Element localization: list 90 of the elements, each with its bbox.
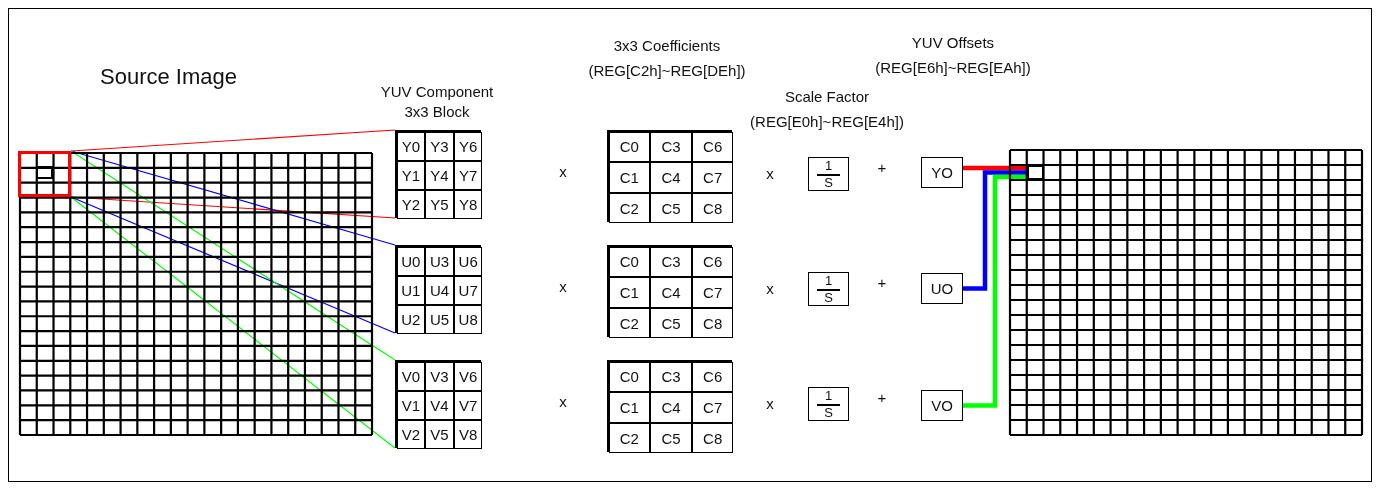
matrix-cell: C6: [691, 131, 734, 163]
matrix-cell: C5: [650, 422, 692, 454]
matrix-block: [395, 130, 481, 218]
matrix-cell: V6: [453, 361, 483, 391]
matrix-cell: Y8: [453, 190, 483, 220]
connector-line: [70, 150, 396, 246]
scale-factor-box: [808, 272, 849, 306]
matrix-cell: V0: [396, 361, 426, 391]
matrix-cell: C3: [650, 131, 692, 163]
matrix-cell: Y5: [425, 190, 454, 220]
matrix-cell: C0: [608, 361, 651, 393]
operator-sign: +: [876, 388, 888, 408]
connector-line: [70, 129, 396, 152]
fraction-denominator: S: [823, 175, 834, 190]
matrix-cell: Y0: [396, 131, 426, 161]
matrix-cell: U3: [425, 246, 454, 276]
matrix-cell: Y4: [425, 160, 454, 191]
connector-line: [70, 150, 396, 361]
offset-box: YO: [921, 157, 963, 188]
connector-line: [70, 196, 396, 449]
matrix-block: [607, 360, 732, 452]
scale-factor-box: [808, 387, 849, 421]
matrix-cell: C2: [608, 307, 651, 339]
matrix-cell: U1: [396, 275, 426, 306]
matrix-cell: V2: [396, 420, 426, 450]
matrix-cell: Y3: [425, 131, 454, 161]
matrix-block: [395, 245, 481, 333]
matrix-cell: C0: [608, 246, 651, 278]
selection-window: [18, 151, 71, 197]
matrix-cell: C2: [608, 422, 651, 454]
matrix-cell: Y6: [453, 131, 483, 161]
pixel-grid: [1010, 150, 1362, 435]
matrix-cell: V3: [425, 361, 454, 391]
matrix-cell: Y2: [396, 190, 426, 220]
matrix-cell: C3: [650, 361, 692, 393]
matrix-cell: C0: [608, 131, 651, 163]
operator-sign: x: [765, 164, 775, 184]
matrix-cell: C4: [650, 162, 692, 193]
operator-sign: x: [765, 279, 775, 299]
matrix-cell: C1: [608, 392, 651, 423]
operator-sign: x: [558, 277, 568, 297]
fraction-numerator: 1: [823, 388, 834, 403]
matrix-cell: U2: [396, 305, 426, 335]
matrix-cell: C5: [650, 192, 692, 224]
matrix-cell: U5: [425, 305, 454, 335]
matrix-cell: C7: [691, 162, 734, 193]
connector-line: [963, 170, 1027, 291]
operator-sign: +: [876, 273, 888, 293]
matrix-cell: V1: [396, 390, 426, 421]
connector-line: [963, 165, 1027, 171]
heading-text: Scale Factor (REG[E0h]~REG[E4h]): [749, 87, 905, 132]
matrix-block: [395, 360, 481, 448]
matrix-cell: C6: [691, 246, 734, 278]
matrix-cell: C5: [650, 307, 692, 339]
operator-sign: x: [558, 392, 568, 412]
matrix-cell: C2: [608, 192, 651, 224]
fraction-denominator: S: [823, 290, 834, 305]
pixel-grid: [20, 153, 372, 435]
matrix-block: [607, 245, 732, 337]
matrix-cell: C7: [691, 392, 734, 423]
operator-sign: +: [876, 158, 888, 178]
fraction-numerator: 1: [823, 158, 834, 173]
heading-text: YUV Component 3x3 Block: [379, 82, 495, 122]
matrix-cell: V4: [425, 390, 454, 421]
fraction-denominator: S: [823, 405, 834, 420]
offset-box: UO: [921, 273, 963, 304]
matrix-cell: C4: [650, 277, 692, 308]
matrix-cell: U4: [425, 275, 454, 306]
fraction-numerator: 1: [823, 273, 834, 288]
heading-text: YUV Offsets (REG[E6h]~REG[EAh]): [874, 33, 1032, 78]
matrix-cell: C7: [691, 277, 734, 308]
matrix-cell: U8: [453, 305, 483, 335]
matrix-cell: C3: [650, 246, 692, 278]
matrix-cell: U0: [396, 246, 426, 276]
image-title: Source Image: [100, 63, 238, 91]
matrix-cell: C1: [608, 277, 651, 308]
operator-sign: x: [765, 394, 775, 414]
matrix-cell: C4: [650, 392, 692, 423]
heading-text: 3x3 Coefficients (REG[C2h]~REG[DEh]): [587, 36, 747, 81]
matrix-cell: C1: [608, 162, 651, 193]
matrix-cell: V5: [425, 420, 454, 450]
matrix-cell: U6: [453, 246, 483, 276]
matrix-cell: Y1: [396, 160, 426, 191]
connector-line: [963, 174, 1027, 408]
operator-sign: x: [558, 162, 568, 182]
matrix-cell: C6: [691, 361, 734, 393]
matrix-cell: V8: [453, 420, 483, 450]
matrix-block: [607, 130, 732, 222]
scale-factor-box: [808, 157, 849, 191]
offset-box: VO: [921, 390, 963, 421]
